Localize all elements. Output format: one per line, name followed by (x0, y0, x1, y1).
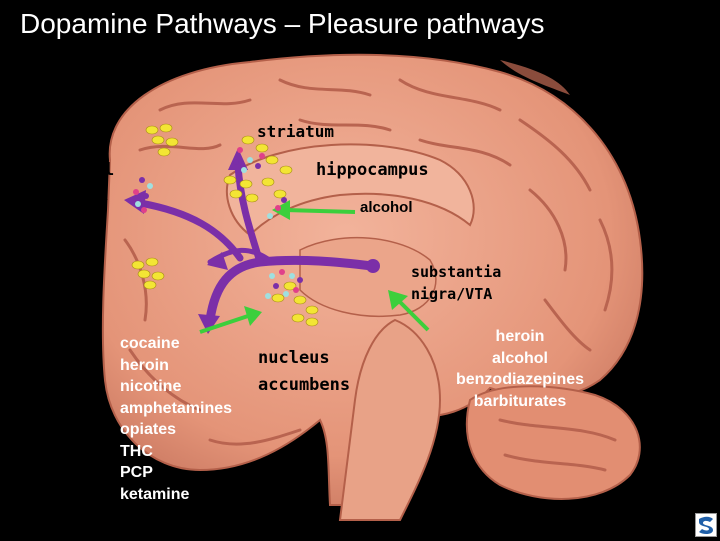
drug-item: nicotine (120, 378, 182, 395)
label-striatum: striatum (257, 122, 335, 141)
drug-arrows (199, 200, 430, 334)
cerebellum-shape (465, 385, 641, 500)
label-alcohol: alcohol (360, 199, 413, 216)
drug-item: PCP (120, 464, 153, 481)
drug-item: benzodiazepines (455, 371, 585, 388)
cortex-shadow (500, 60, 570, 95)
label-frontal-cut-1: l (104, 160, 115, 180)
brainstem-shape (338, 318, 442, 521)
vta-node (366, 259, 380, 273)
label-frontal-cut-2: x (98, 185, 109, 205)
drug-item: heroin (120, 356, 169, 374)
drug-item: opiates (120, 421, 177, 438)
drug-item: amphetamines (120, 399, 233, 417)
slide-title: Dopamine Pathways – Pleasure pathways (20, 8, 545, 39)
label-substantia-1: substantia (411, 263, 502, 281)
s-logo-icon (695, 513, 717, 537)
dopamine-vesicles (131, 123, 319, 327)
drug-list-nucleus: cocaine heroin nicotine amphetamines opiates… (120, 333, 232, 505)
label-nucleus-1: nucleus (258, 348, 330, 368)
drug-item: barbiturates (473, 392, 567, 410)
drug-item: cocaine (120, 335, 180, 352)
label-hippocampus: hippocampus (316, 160, 429, 180)
drug-item: heroin (495, 328, 545, 345)
receptor-dots (133, 147, 303, 299)
label-nucleus-2: accumbens (258, 375, 351, 395)
label-substantia-2: nigra/VTA (411, 285, 493, 303)
drug-list-substantia: heroin alcohol benzodiazepines barbiturates (445, 326, 595, 412)
gyri-folds (123, 78, 617, 472)
pathway-arrowheads (124, 148, 248, 334)
drug-item: THC (120, 442, 153, 460)
drug-item: ketamine (120, 485, 190, 503)
drug-item: alcohol (491, 349, 548, 367)
